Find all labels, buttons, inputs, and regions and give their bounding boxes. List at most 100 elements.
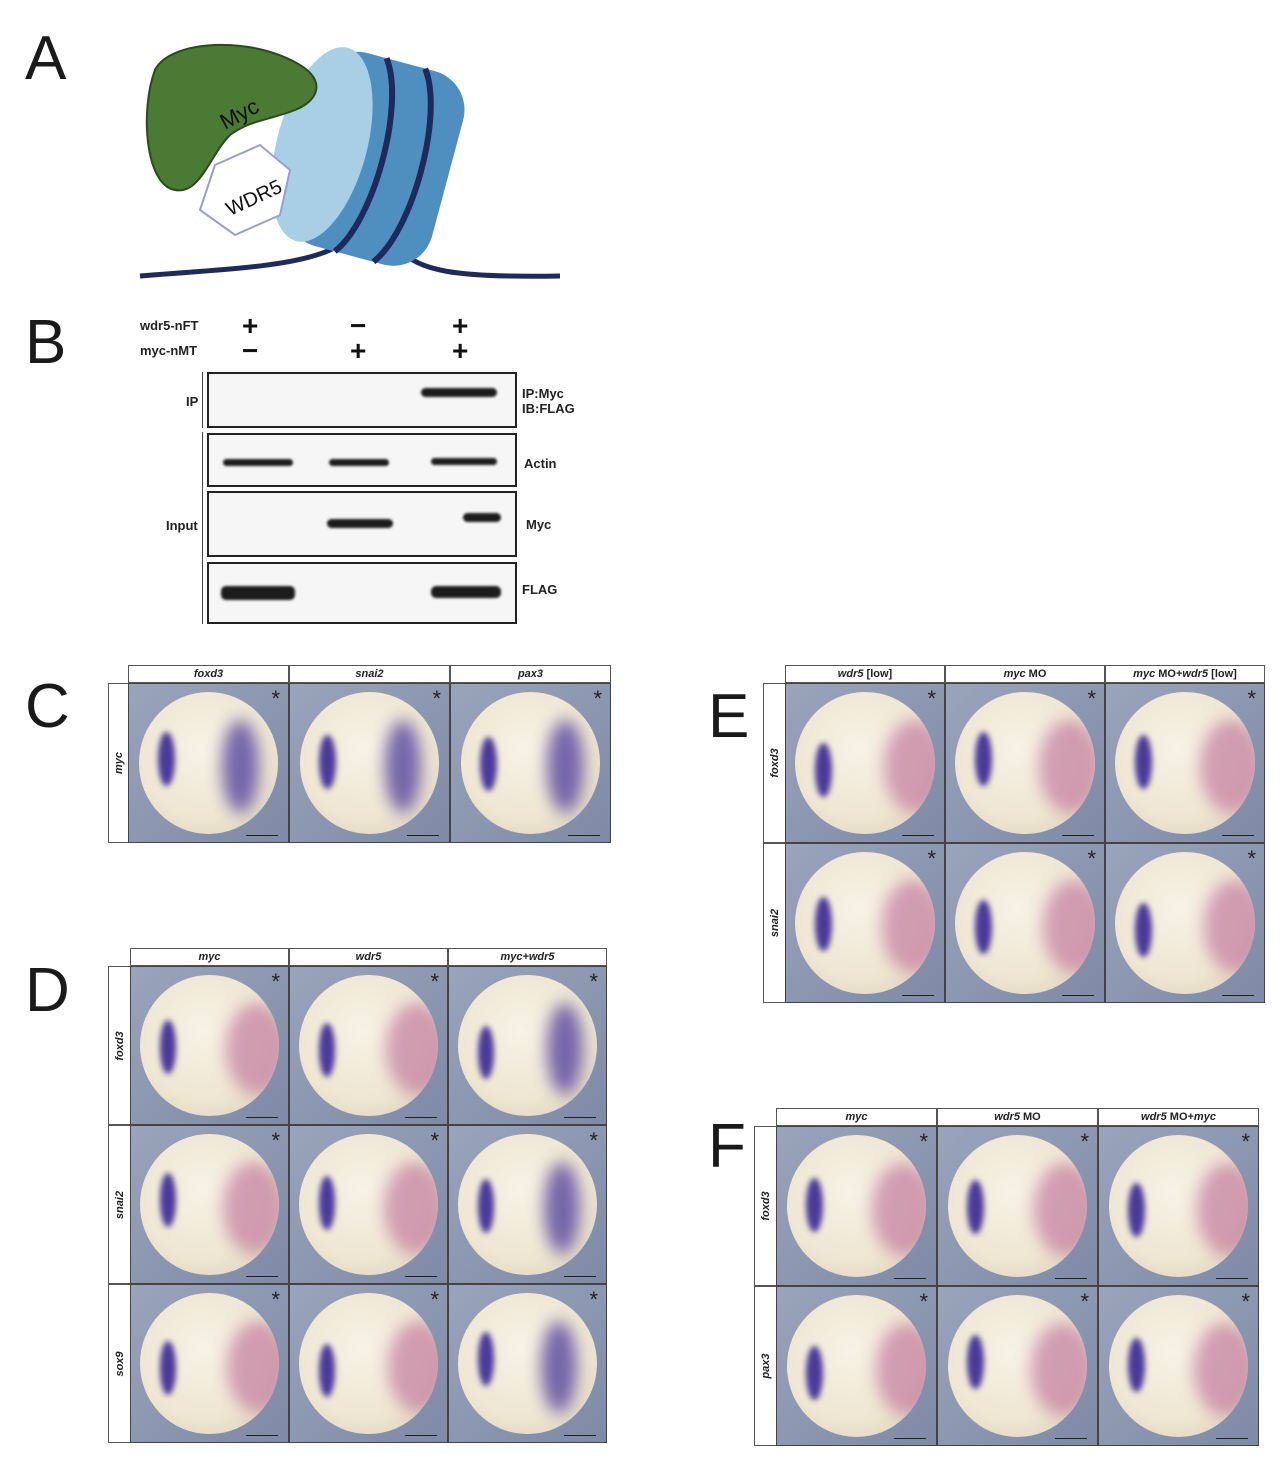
scale-bar — [407, 835, 439, 836]
scale-bar — [246, 835, 278, 836]
scale-bar — [894, 1438, 926, 1439]
embryo — [140, 974, 279, 1117]
embryo — [140, 1292, 279, 1435]
stain-left — [1128, 1337, 1145, 1392]
column-header-text: MO — [1019, 1111, 1041, 1123]
stain-right — [881, 880, 935, 973]
column-header: snai2 — [289, 665, 450, 683]
stain-right — [226, 1003, 279, 1095]
asterisk-marker: * — [1247, 846, 1256, 871]
stain-left — [1134, 903, 1152, 958]
stain-right — [1031, 1323, 1088, 1416]
row-label-text: foxd3 — [768, 748, 781, 778]
embryo-image: * — [130, 1125, 289, 1284]
sign: + — [242, 310, 259, 341]
stain-left — [477, 1179, 495, 1233]
asterisk-marker: * — [593, 686, 602, 711]
column-header-text: myc — [845, 1111, 868, 1123]
stain-right — [541, 1321, 578, 1413]
stain-left — [477, 1332, 495, 1387]
asterisk-marker: * — [589, 1287, 598, 1312]
sign: + — [452, 335, 469, 366]
asterisk-marker: * — [271, 686, 280, 711]
embryo-image: * — [1098, 1286, 1259, 1446]
asterisk-marker: * — [430, 969, 439, 994]
sign: − — [350, 310, 367, 341]
embryo-image: * — [289, 683, 450, 843]
asterisk-marker: * — [1080, 1129, 1089, 1154]
row-label-text: pax3 — [759, 1353, 772, 1379]
embryo-image: * — [128, 683, 289, 843]
row-label: snai2 — [108, 1125, 130, 1284]
column-header-text: MO — [1025, 668, 1047, 680]
column-header-text: myc — [198, 951, 221, 963]
stain-left — [477, 1025, 495, 1080]
condition-label-wdr5: wdr5-nFT — [140, 318, 199, 333]
embryo-image: * — [450, 683, 611, 843]
scale-bar — [1055, 1278, 1087, 1279]
column-header: myc — [776, 1108, 937, 1126]
column-header: pax3 — [450, 665, 611, 683]
asterisk-marker: * — [430, 1128, 439, 1153]
column-header-text: wdr5 — [1182, 668, 1209, 680]
column-header: foxd3 — [128, 665, 289, 683]
row-label-text: foxd3 — [759, 1191, 772, 1221]
scale-bar — [405, 1276, 437, 1277]
asterisk-marker: * — [1241, 1289, 1250, 1314]
column-header: myc MO+wdr5 [low] — [1105, 665, 1265, 683]
embryo-image: * — [1105, 843, 1265, 1003]
embryo-image: * — [448, 1284, 607, 1443]
panel-letter-f: F — [708, 1112, 746, 1181]
embryo — [458, 1292, 597, 1435]
embryo — [786, 1134, 927, 1278]
panel-letter-e: E — [708, 682, 750, 751]
embryo-image: * — [785, 843, 945, 1003]
embryo-image: * — [448, 966, 607, 1125]
scale-bar — [902, 835, 934, 836]
embryo-image: * — [945, 843, 1105, 1003]
sign: + — [452, 310, 469, 341]
embryo — [299, 1292, 438, 1435]
asterisk-marker: * — [271, 1128, 280, 1153]
embryo — [1108, 1134, 1249, 1278]
stain-right — [547, 720, 584, 813]
asterisk-marker: * — [927, 686, 936, 711]
scale-bar — [1222, 995, 1254, 996]
blot-label-ib-flag: IB:FLAG — [522, 401, 575, 416]
panel-letter-a: A — [25, 24, 67, 93]
row-label: sox9 — [108, 1284, 130, 1443]
embryo — [795, 691, 935, 835]
blot-label-flag: FLAG — [522, 582, 558, 597]
sign: + — [350, 335, 367, 366]
stain-right — [1038, 720, 1095, 813]
stain-right — [387, 1321, 438, 1413]
stain-left — [1134, 734, 1152, 789]
scale-bar — [1062, 995, 1094, 996]
column-header-text: [low] — [1208, 668, 1237, 680]
scale-bar — [894, 1278, 926, 1279]
condition-label-myc: myc-nMT — [140, 343, 198, 358]
blot-flag — [207, 562, 517, 624]
stain-left — [319, 734, 336, 789]
asterisk-marker: * — [589, 1128, 598, 1153]
stain-right — [876, 1323, 927, 1416]
stain-left — [967, 1180, 984, 1235]
asterisk-marker: * — [1241, 1129, 1250, 1154]
stain-left — [159, 1340, 177, 1395]
stain-left — [967, 1334, 984, 1389]
stain-right — [884, 720, 935, 813]
column-header-text: myc — [1193, 1111, 1216, 1123]
column-header-text: wdr5 — [355, 951, 382, 963]
blot-label-actin: Actin — [524, 456, 557, 471]
embryo-image: * — [289, 1125, 448, 1284]
panel-letter-d: D — [25, 956, 70, 1025]
scale-bar — [246, 1276, 278, 1277]
group-label-input: Input — [166, 518, 198, 533]
asterisk-marker: * — [1080, 1289, 1089, 1314]
embryo-image: * — [289, 966, 448, 1125]
column-header: myc MO — [945, 665, 1105, 683]
embryo-image: * — [1105, 683, 1265, 843]
column-header-text: snai2 — [355, 668, 384, 680]
stain-left — [974, 900, 992, 955]
